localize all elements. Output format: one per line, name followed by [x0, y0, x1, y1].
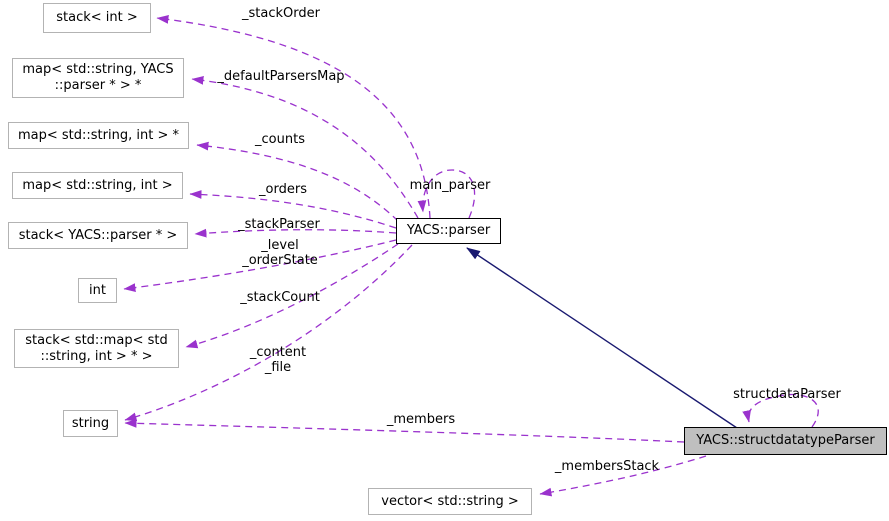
edge-label-level-orderState: _level _orderState — [242, 238, 318, 268]
edge-label-members: _members — [386, 412, 456, 427]
edge-structdataParser-selfloop — [742, 393, 819, 428]
node-yacs-structdatatypeparser: YACS::structdatatypeParser — [684, 427, 887, 455]
edge-inheritance — [466, 247, 738, 429]
edge-label-defaultParsersMap: _defaultParsersMap — [217, 69, 345, 84]
edge-label-counts: _counts — [255, 132, 305, 147]
edge-label-content: _content — [249, 345, 307, 360]
edge-label-structdataParser: structdataParser — [733, 387, 841, 402]
edge-label-file: _file — [264, 360, 292, 375]
edge-stackOrder — [156, 15, 431, 219]
node-yacs-parser[interactable]: YACS::parser — [396, 218, 501, 244]
edge-membersStack — [539, 455, 707, 497]
edge-stackCount — [185, 243, 399, 349]
node-vector-std-string: vector< std::string > — [368, 488, 532, 515]
edge-counts — [196, 141, 399, 222]
edge-defaultParsersMap — [191, 75, 419, 219]
edge-label-stackParser: _stackParser — [238, 217, 320, 232]
edge-members — [124, 418, 685, 443]
edge-label-orderState: _orderState — [242, 253, 318, 268]
node-map-string-int-ptr: map< std::string, int > * — [8, 122, 189, 149]
node-map-string-yacs-parser-ptr: map< std::string, YACS ::parser * > * — [12, 58, 184, 98]
edge-label-level: _level — [261, 238, 299, 253]
node-string: string — [63, 410, 118, 437]
edge-mainParser-selfloop — [417, 169, 476, 219]
edge-label-membersStack: _membersStack — [554, 459, 660, 474]
edge-label-content-file: _content _file — [250, 345, 306, 375]
edge-label-stackCount: _stackCount — [240, 290, 320, 305]
edge-label-stackOrder: _stackOrder — [242, 6, 320, 21]
node-stack-map-string-int-ptr: stack< std::map< std ::string, int > * > — [14, 329, 179, 368]
node-stack-yacs-parser-ptr: stack< YACS::parser * > — [8, 222, 188, 249]
edge-level-orderState — [123, 239, 397, 292]
edge-stackParser — [194, 228, 397, 238]
edge-orders — [189, 190, 397, 229]
edge-label-orders: _orders — [259, 182, 307, 197]
node-int: int — [78, 278, 117, 303]
node-map-string-int: map< std::string, int > — [12, 172, 183, 199]
node-stack-int: stack< int > — [43, 3, 151, 33]
edge-label-mainParser: main_parser — [409, 178, 491, 193]
